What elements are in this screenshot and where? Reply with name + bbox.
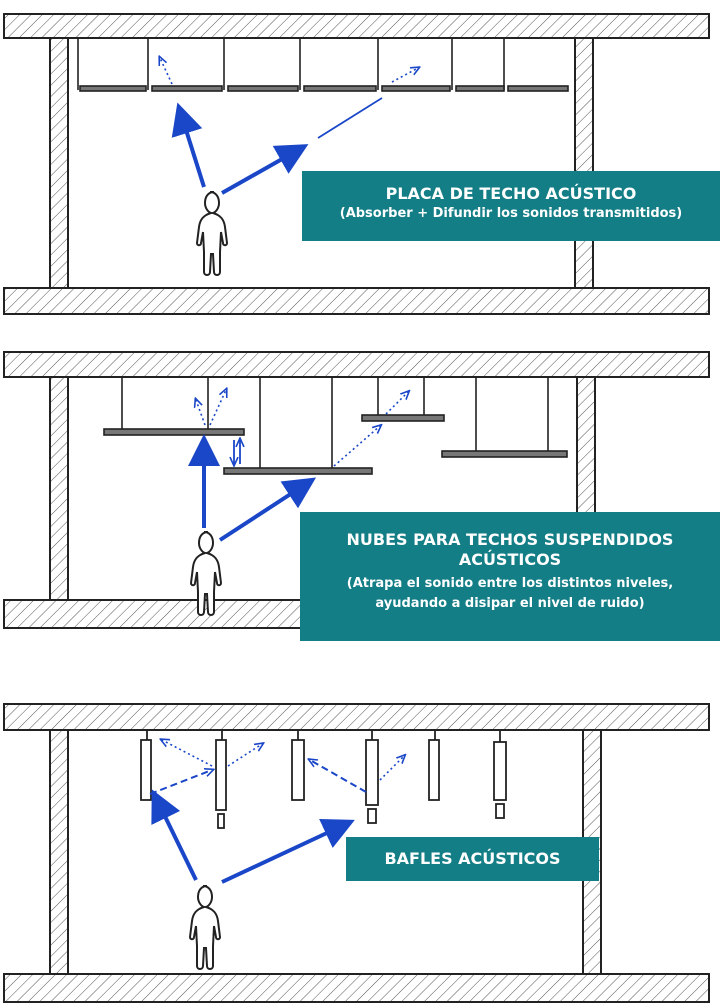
panel-1-section — [3, 13, 710, 315]
label-placa-techo: PLACA DE TECHO ACÚSTICO (Absorber + Difu… — [302, 171, 720, 241]
floor-slab — [3, 973, 710, 1003]
left-wall — [49, 376, 69, 601]
label-bafles: BAFLES ACÚSTICOS — [346, 837, 599, 881]
right-wall — [574, 37, 594, 289]
floor-slab — [3, 287, 710, 315]
suspended-clouds — [103, 377, 568, 475]
sound-arrows — [188, 390, 408, 542]
left-wall — [49, 729, 69, 975]
label-subtitle: (Atrapa el sonido entre los distintos ni… — [346, 576, 674, 611]
label-title: PLACA DE TECHO ACÚSTICO — [385, 184, 637, 203]
panel-3-section — [3, 703, 710, 1003]
sound-arrows — [149, 740, 404, 884]
ceiling-slab — [3, 703, 710, 731]
ceiling-slab — [3, 351, 710, 378]
left-wall — [49, 37, 69, 289]
ceiling-slab — [3, 13, 710, 39]
sound-arrows — [160, 58, 418, 195]
acoustic-baffles — [140, 730, 507, 829]
label-subtitle: (Absorber + Difundir los sonidos transmi… — [339, 206, 683, 221]
person-figure — [189, 885, 221, 970]
label-title: NUBES PARA TECHOS SUSPENDIDOS ACÚSTICOS — [346, 530, 674, 569]
label-title: BAFLES ACÚSTICOS — [384, 849, 561, 868]
label-nubes-techos: NUBES PARA TECHOS SUSPENDIDOS ACÚSTICOS … — [300, 512, 720, 641]
person-figure — [196, 191, 228, 276]
ceiling-tiles — [77, 38, 569, 92]
